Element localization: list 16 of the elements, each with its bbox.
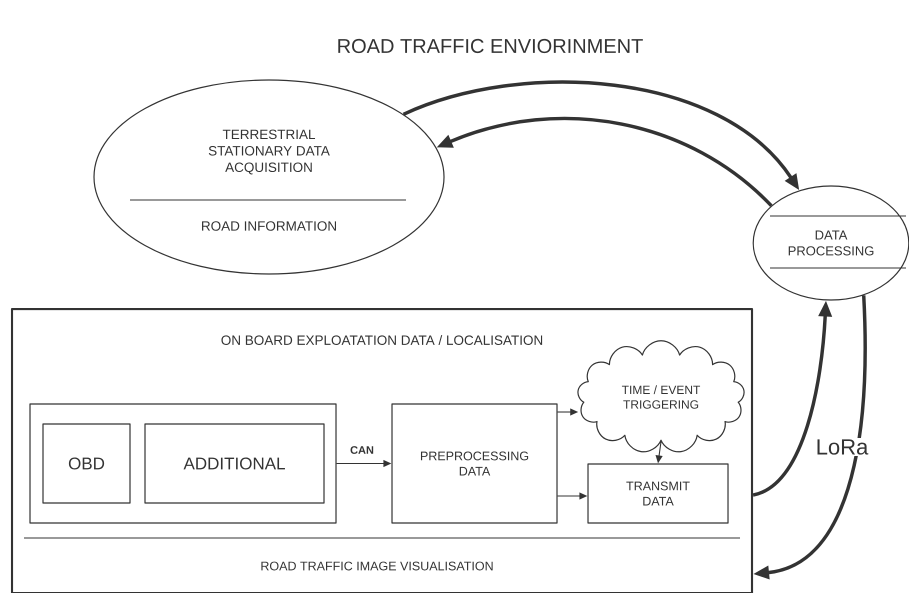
node-text: TERRESTRIAL STATIONARY DATA ACQUISITION	[208, 130, 330, 174]
protocol-label: LoRa	[814, 438, 870, 456]
process-box: TRANSMIT DATA	[587, 463, 729, 524]
process-box: OBD	[42, 423, 131, 504]
edge-label: CAN	[348, 444, 376, 456]
node-text: ROAD INFORMATION	[202, 221, 336, 231]
process-box	[10, 308, 754, 593]
ellipse-node	[93, 79, 445, 275]
process-box: PREPROCESSING DATA	[391, 403, 558, 524]
process-box: ADDITIONAL	[144, 423, 325, 504]
process-box	[29, 403, 337, 524]
node-text: ROAD TRAFFIC IMAGE VISUALISATION	[261, 562, 493, 570]
ellipse-node: DATA PROCESSING	[752, 185, 909, 301]
title: ROAD TRAFFIC ENVIORINMENT	[338, 38, 643, 54]
cloud-node: TIME / EVENT TRIGGERING	[577, 340, 745, 452]
node-text: ON BOARD EXPLOATATION DATA / LOCALISATION	[221, 335, 542, 345]
